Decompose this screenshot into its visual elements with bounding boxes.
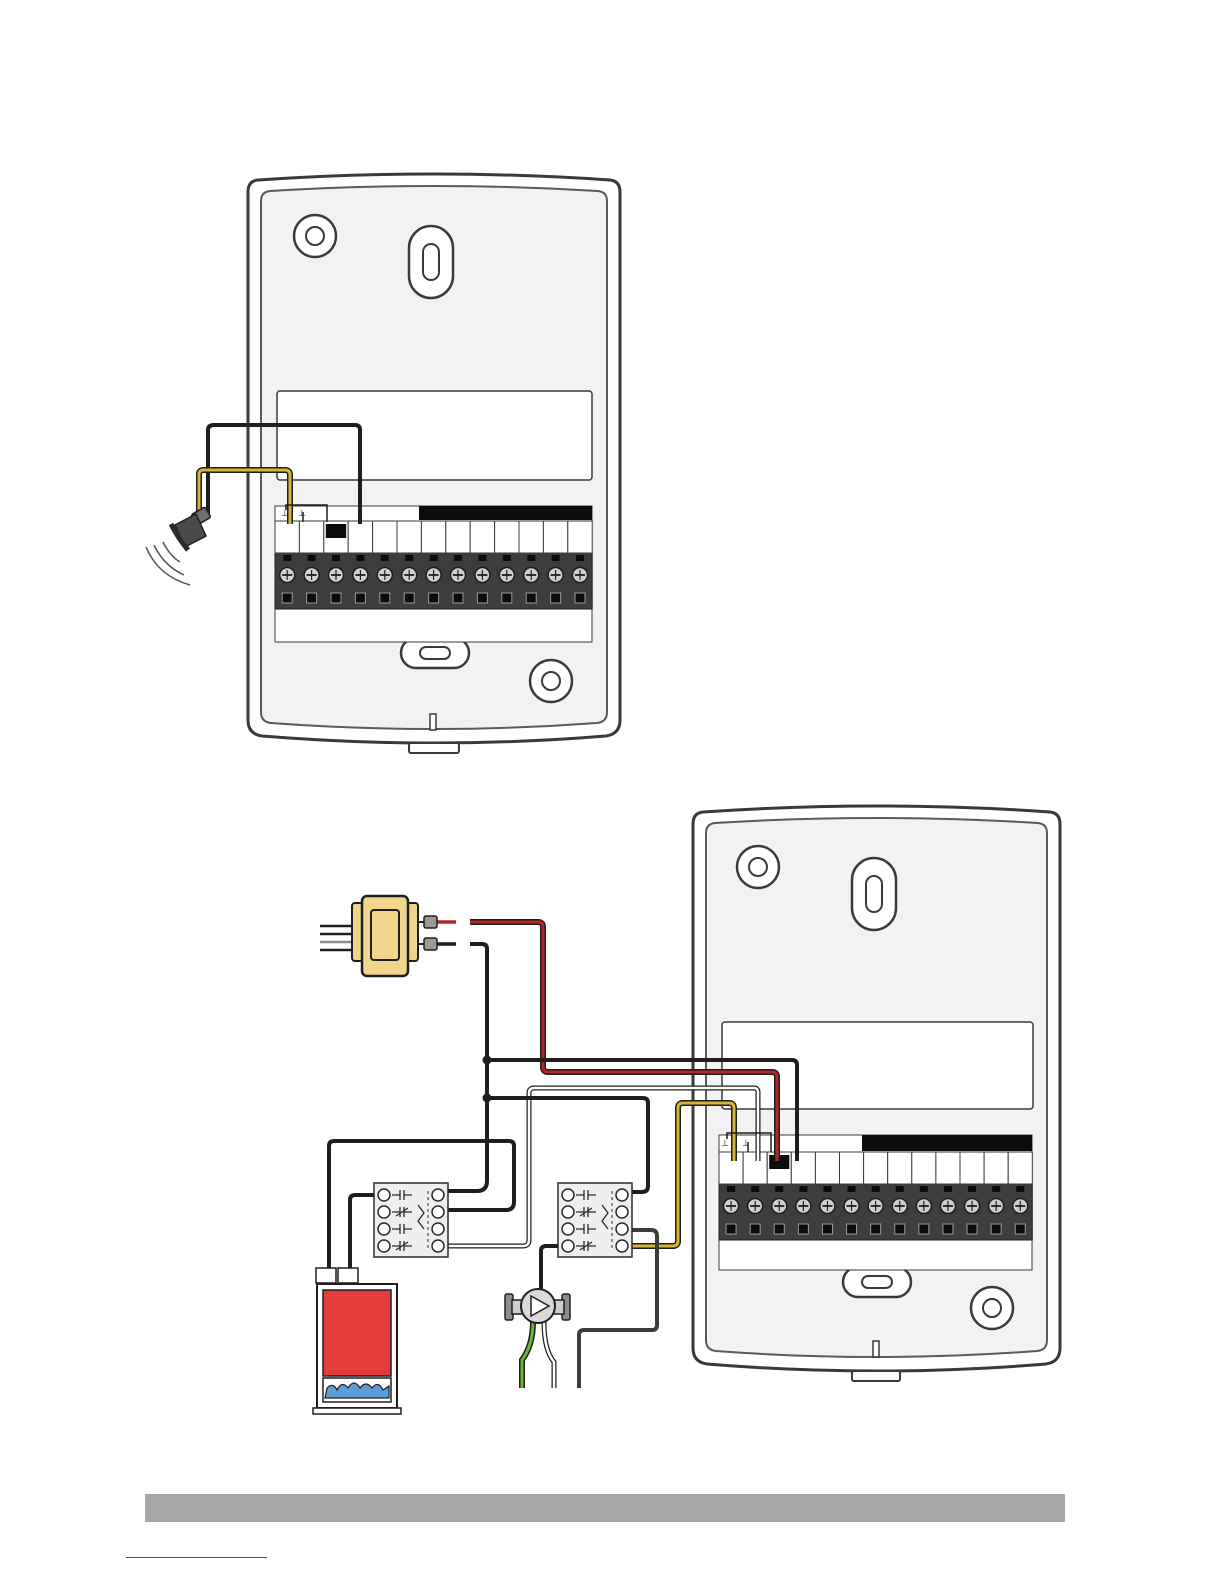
relay-icon-1 (374, 1183, 448, 1257)
bottom-tab (852, 1371, 900, 1381)
relay-icon-2 (558, 1183, 632, 1257)
footer-bar (145, 1494, 1065, 1522)
top-thermostat-base (248, 174, 620, 753)
bottom-display-window (722, 1022, 1033, 1109)
bottom-thermostat-base (693, 806, 1060, 1381)
bottom-small-mark (873, 1341, 879, 1357)
bottom-terminal-strip (719, 1152, 1032, 1240)
wire-black-common (448, 944, 487, 1191)
top-small-mark (430, 714, 436, 730)
footer-link-underline[interactable] (126, 1557, 267, 1558)
svg-text:⊥: ⊥ (281, 509, 289, 519)
top-display-window (277, 391, 592, 480)
svg-text:⊥: ⊥ (742, 1139, 750, 1149)
wire-black-to-relay2 (487, 1098, 648, 1192)
top-terminal-header (419, 506, 592, 520)
svg-text:⊥: ⊥ (298, 509, 306, 519)
remote-sensor-icon (146, 507, 211, 585)
svg-text:⊥: ⊥ (721, 1139, 729, 1149)
transformer-icon (320, 896, 437, 976)
bottom-terminal-header (862, 1135, 1032, 1151)
top-tab (409, 743, 459, 753)
top-terminal-strip (275, 521, 592, 609)
wire-pump-black (541, 1246, 560, 1296)
circulator-pump-icon (505, 1289, 570, 1323)
boiler-icon (313, 1268, 401, 1414)
